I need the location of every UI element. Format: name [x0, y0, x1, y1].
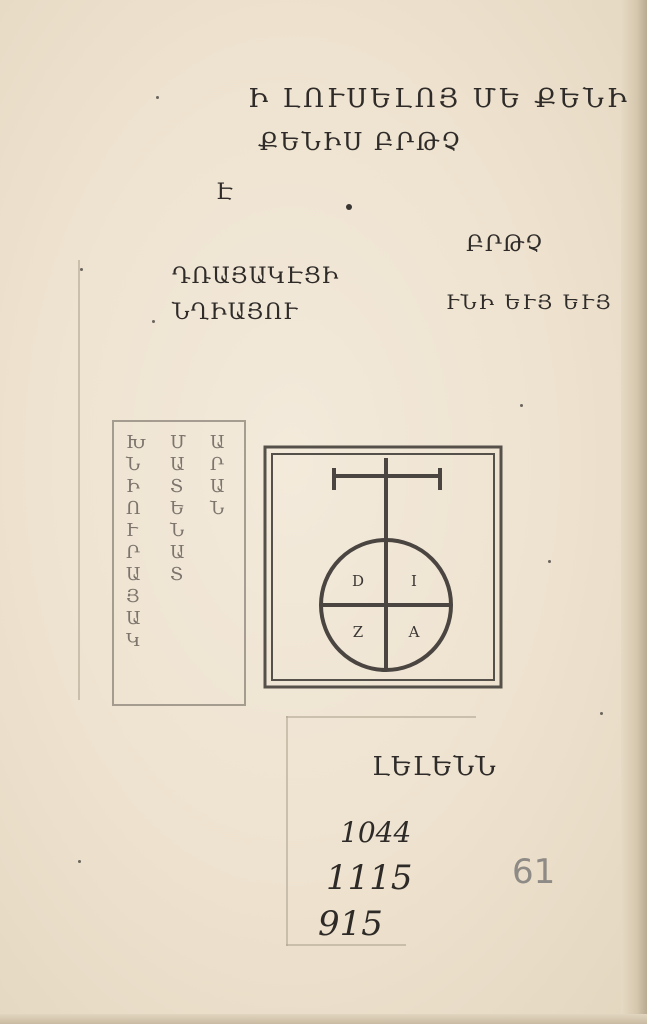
box-rule — [286, 716, 288, 946]
side-letter: Է — [216, 180, 234, 205]
ink-speck — [156, 96, 159, 99]
right-block-line-2: ՒՆԻ ԵՒՅ ԵՒՅ — [446, 290, 613, 314]
header-line-2: ՔԵՆԻՍ ԲՐԹՉ — [258, 128, 463, 156]
shelf-mark-3: 915 — [318, 904, 383, 944]
shelf-mark-2: 1115 — [326, 858, 413, 898]
shelf-mark-1: 1044 — [340, 816, 412, 849]
pencil-folio-number: 61 — [512, 852, 556, 892]
device-letter-i: I — [411, 572, 417, 590]
box-rule — [286, 944, 406, 946]
left-block-line-2: ՆՂԻԱՅՈՒ — [172, 300, 298, 325]
stamp-column-2: ՄԱՏԵՆԱՏ — [170, 432, 187, 585]
box-rule — [286, 716, 476, 718]
bottom-word: ԼԵԼԵՆՆ — [372, 752, 497, 782]
ink-speck — [520, 404, 523, 407]
stamp-column-3: ԱՐԱՆ — [210, 432, 225, 519]
library-stamp: ԽՆԻՈՒՐԱՅԱԿ ՄԱՏԵՆԱՏ ԱՐԱՆ — [112, 420, 246, 706]
ink-dot — [346, 204, 352, 210]
header-line-1: Ի ԼՈՒՍԵԼՈՅ ՄԵ ՔԵՆԻ — [248, 84, 630, 114]
device-letter-a: A — [408, 623, 420, 641]
ink-speck — [600, 712, 603, 715]
printers-device: D I Z A — [263, 445, 503, 689]
page-edge — [621, 0, 647, 1024]
device-inner-frame — [271, 453, 495, 681]
ink-speck — [152, 320, 155, 323]
cross-icon — [332, 458, 442, 540]
stamp-column-1: ԽՆԻՈՒՐԱՅԱԿ — [126, 432, 146, 651]
device-letter-z: Z — [353, 623, 363, 641]
ink-speck — [78, 860, 81, 863]
left-block-line-1: ԴՌԱՅԱԿԷՑԻ — [172, 264, 340, 289]
margin-rule — [78, 260, 80, 700]
page-bottom-edge — [0, 1014, 647, 1024]
right-block-line-1: ԲՐԹՉ — [466, 232, 544, 257]
device-outer-frame — [263, 445, 503, 689]
device-letter-d: D — [352, 572, 364, 590]
ink-speck — [548, 560, 551, 563]
ink-speck — [80, 268, 83, 271]
